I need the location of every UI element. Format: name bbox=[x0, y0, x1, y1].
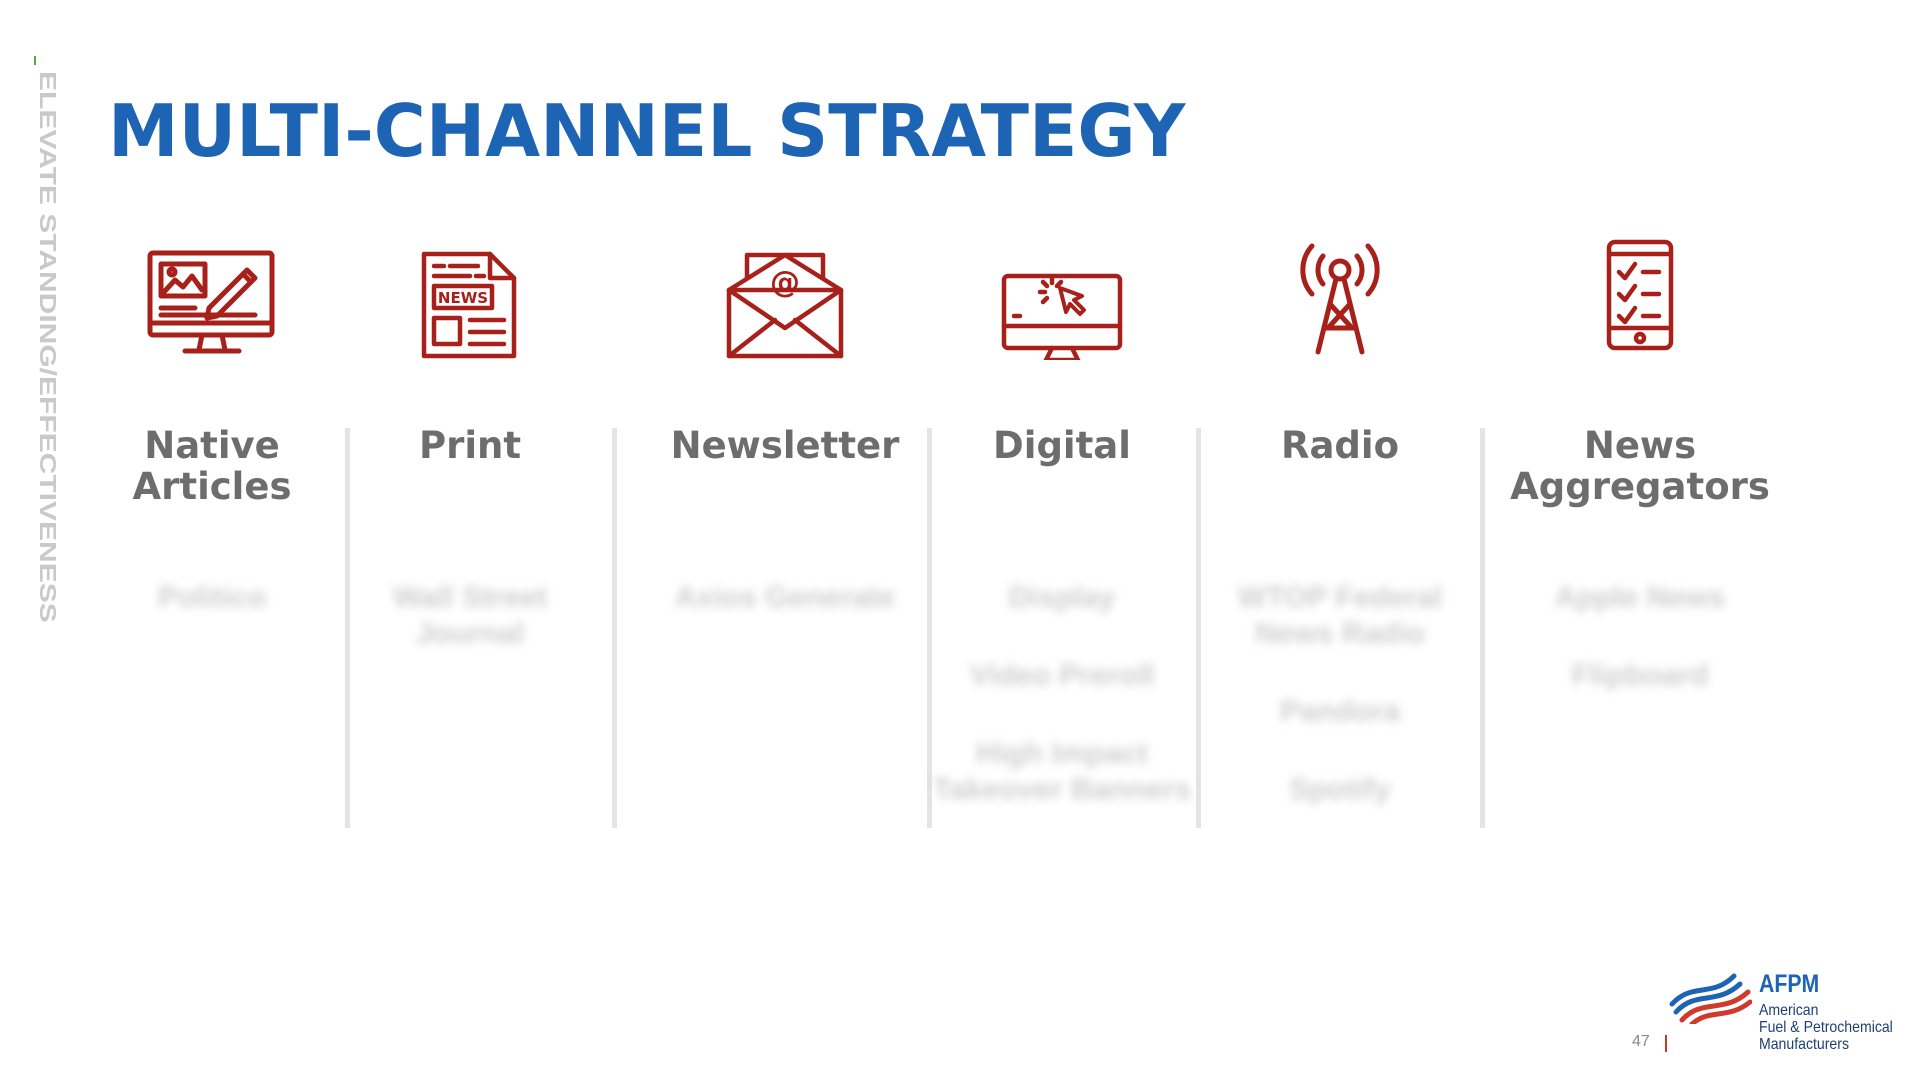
channel-item: Spotify bbox=[1289, 773, 1391, 806]
channel-label: Digital bbox=[993, 424, 1131, 467]
envelope-email-icon: @ bbox=[725, 250, 845, 360]
channel-items: Apple News Flipboard bbox=[1500, 580, 1780, 736]
channel-item: Wall Street Journal bbox=[393, 581, 547, 650]
logo-name: AFPM bbox=[1759, 970, 1820, 998]
channel-items: Display Video Preroll High Impact Takeov… bbox=[922, 580, 1202, 850]
channel-label: Native Articles bbox=[132, 424, 292, 508]
side-accent-tick bbox=[34, 56, 36, 65]
monitor-edit-icon bbox=[147, 250, 277, 360]
channel-label: News Aggregators bbox=[1510, 424, 1770, 508]
column-divider bbox=[612, 428, 617, 828]
column-divider bbox=[927, 428, 932, 828]
channel-label: Print bbox=[418, 424, 522, 467]
logo-line: Manufacturers bbox=[1759, 1036, 1849, 1053]
channel-items: Politico bbox=[72, 580, 352, 658]
side-section-label: ELEVATE STANDING/EFFECTIVENESS bbox=[34, 71, 61, 623]
footer-accent-bar bbox=[1665, 1035, 1667, 1052]
logo-subtitle: American Fuel & Petrochemical Manufactur… bbox=[1759, 1002, 1893, 1053]
channel-item: Flipboard bbox=[1571, 659, 1709, 692]
mobile-checklist-icon bbox=[1605, 238, 1675, 352]
channel-items: WTOP Federal News Radio Pandora Spotify bbox=[1200, 580, 1480, 850]
channel-item: Apple News bbox=[1554, 581, 1726, 614]
newspaper-icon: NEWS bbox=[420, 250, 520, 360]
channel-item: WTOP Federal News Radio bbox=[1238, 581, 1442, 650]
svg-text:@: @ bbox=[770, 265, 800, 300]
channel-items: Axios Generate bbox=[645, 580, 925, 658]
channel-item: Axios Generate bbox=[674, 581, 896, 614]
flag-swoosh-icon bbox=[1669, 973, 1752, 1024]
channel-label: Newsletter bbox=[670, 424, 900, 467]
logo-line: Fuel & Petrochemical bbox=[1759, 1019, 1893, 1036]
radio-tower-icon bbox=[1290, 238, 1390, 358]
page-title: MULTI-CHANNEL STRATEGY bbox=[108, 89, 1186, 173]
logo-line: American bbox=[1759, 1002, 1819, 1019]
channel-item: Politico bbox=[157, 581, 267, 614]
monitor-cursor-icon bbox=[1000, 250, 1124, 360]
column-divider bbox=[1480, 428, 1485, 828]
channel-item: Pandora bbox=[1279, 695, 1401, 728]
afpm-logo: AFPM American Fuel & Petrochemical Manuf… bbox=[1668, 960, 1908, 1060]
page-number: 47 bbox=[1632, 1033, 1650, 1050]
column-divider bbox=[1196, 428, 1201, 828]
channel-item: Video Preroll bbox=[969, 659, 1155, 692]
svg-text:NEWS: NEWS bbox=[438, 289, 488, 307]
channel-item: Display bbox=[1008, 581, 1116, 614]
channel-item: High Impact Takeover Banners bbox=[933, 737, 1191, 806]
channel-items: Wall Street Journal bbox=[330, 580, 610, 694]
channel-label: Radio bbox=[1280, 424, 1400, 467]
column-divider bbox=[345, 428, 350, 828]
